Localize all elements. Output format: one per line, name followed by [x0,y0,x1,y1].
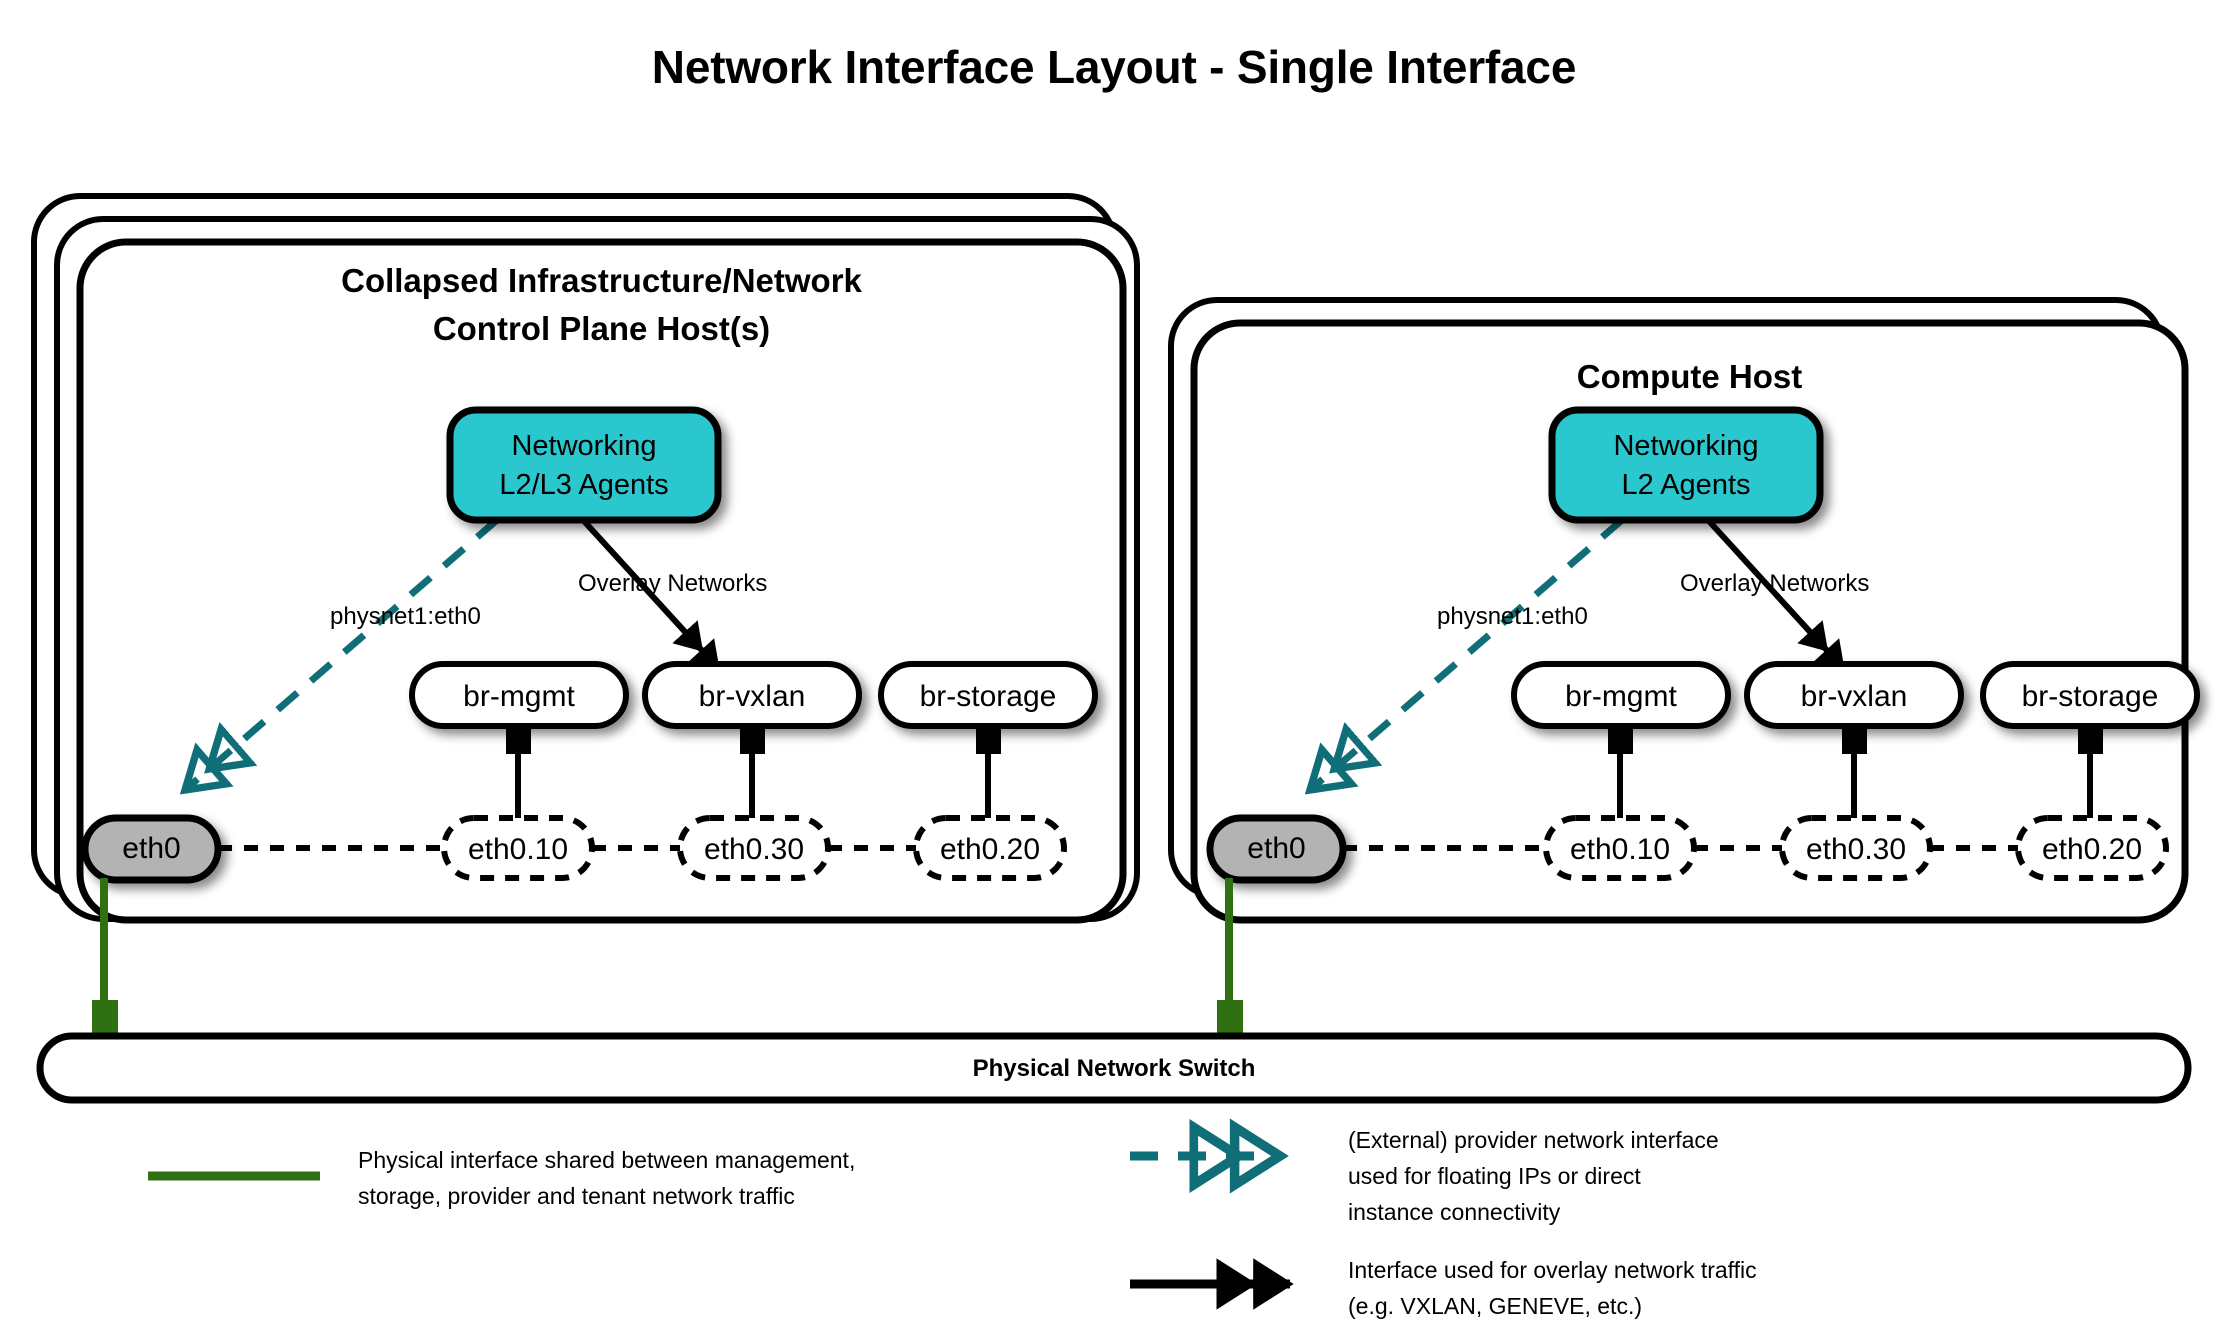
edge-provider-network-compute [1310,517,1625,790]
vlan-node-eth0-30[interactable] [677,815,831,881]
vlan-node-eth0-20[interactable] [913,815,1067,881]
agent-label-compute-line2: L2 Agents [1621,469,1751,501]
agent-node-control-plane[interactable] [446,406,722,524]
nic-node-eth0-control-plane[interactable] [81,814,222,884]
page-title: Network Interface Layout - Single Interf… [651,41,1577,93]
edge-overlay-network-compute [1705,517,1846,671]
host-control-plane-stack [31,193,1140,924]
bridge-boxes-control-plane [409,661,1098,729]
agent-label-control-plane-line2: L2/L3 Agents [499,469,669,501]
bridge-node-br-vxlan[interactable] [1744,661,1964,729]
legend-text-physical-interface-line2: storage, provider and tenant network tra… [358,1183,795,1209]
edge-label-overlay-compute: Overlay Networks [1680,570,1870,597]
vlan-label-eth0-10-control-plane: eth0.10 [467,833,569,866]
bridge-node-br-mgmt[interactable] [1511,661,1731,729]
host-title-compute-line1: Compute Host [1576,358,1803,395]
nic-node-eth0-compute[interactable] [1206,814,1347,884]
nic-label-eth0-control-plane: eth0 [122,832,181,865]
agent-label-compute-line1: Networking [1613,430,1759,462]
agent-label-control-plane-line1: Networking [511,430,657,462]
bridge-label-br-mgmt-control-plane: br-mgmt [463,680,575,713]
bridge-label-br-storage-compute: br-storage [2021,680,2159,713]
legend-text-overlay-network-line1: Interface used for overlay network traff… [1348,1257,1757,1283]
vlan-node-eth0-10[interactable] [1543,815,1697,881]
host-card-compute[interactable] [1190,319,2189,924]
bridge-node-br-storage[interactable] [1980,661,2200,729]
host-title-control-plane-line2: Control Plane Host(s) [432,310,771,347]
vlan-label-eth0-30-control-plane: eth0.30 [703,833,805,866]
bridge-label-br-storage-control-plane: br-storage [919,680,1057,713]
edge-label-provider-control-plane: physnet1:eth0 [330,603,481,630]
bridge-boxes-compute [1511,661,2200,729]
nic-label-eth0-compute: eth0 [1247,832,1306,865]
host-compute-stack [1168,297,2189,924]
legend-text-provider-network-line3: instance connectivity [1348,1199,1561,1225]
edge-label-overlay-control-plane: Overlay Networks [578,570,768,597]
bridge-node-br-mgmt[interactable] [409,661,629,729]
edge-provider-network-control-plane [185,517,500,790]
physical-network-switch-label: Physical Network Switch [972,1055,1256,1082]
edge-overlay-network-control-plane [580,517,721,671]
bridge-label-br-vxlan-compute: br-vxlan [1800,680,1908,713]
vlan-node-eth0-20[interactable] [2015,815,2169,881]
legend-text-provider-network-line1: (External) provider network interface [1348,1127,1719,1153]
vlan-node-eth0-30[interactable] [1779,815,1933,881]
physical-network-switch[interactable] [36,1032,2192,1104]
agent-node-compute[interactable] [1548,406,1824,524]
vlan-node-eth0-10[interactable] [441,815,595,881]
vlan-label-eth0-10-compute: eth0.10 [1569,833,1671,866]
host-title-control-plane-line1: Collapsed Infrastructure/Network [341,262,862,299]
bridge-node-br-vxlan[interactable] [642,661,862,729]
vlan-label-eth0-20-compute: eth0.20 [2041,833,2143,866]
host-card-control-plane[interactable] [76,238,1127,924]
vlan-boxes-control-plane [441,815,1067,881]
vlan-boxes-compute [1543,815,2169,881]
vlan-label-eth0-30-compute: eth0.30 [1805,833,1907,866]
legend-text-provider-network-line2: used for floating IPs or direct [1348,1163,1641,1189]
bridge-node-br-storage[interactable] [878,661,1098,729]
bridge-label-br-vxlan-control-plane: br-vxlan [698,680,806,713]
bridge-label-br-mgmt-compute: br-mgmt [1565,680,1677,713]
vlan-label-eth0-20-control-plane: eth0.20 [939,833,1041,866]
edge-label-provider-compute: physnet1:eth0 [1437,603,1588,630]
legend-text-physical-interface-line1: Physical interface shared between manage… [358,1147,856,1173]
legend-text-overlay-network-line2: (e.g. VXLAN, GENEVE, etc.) [1348,1293,1642,1319]
